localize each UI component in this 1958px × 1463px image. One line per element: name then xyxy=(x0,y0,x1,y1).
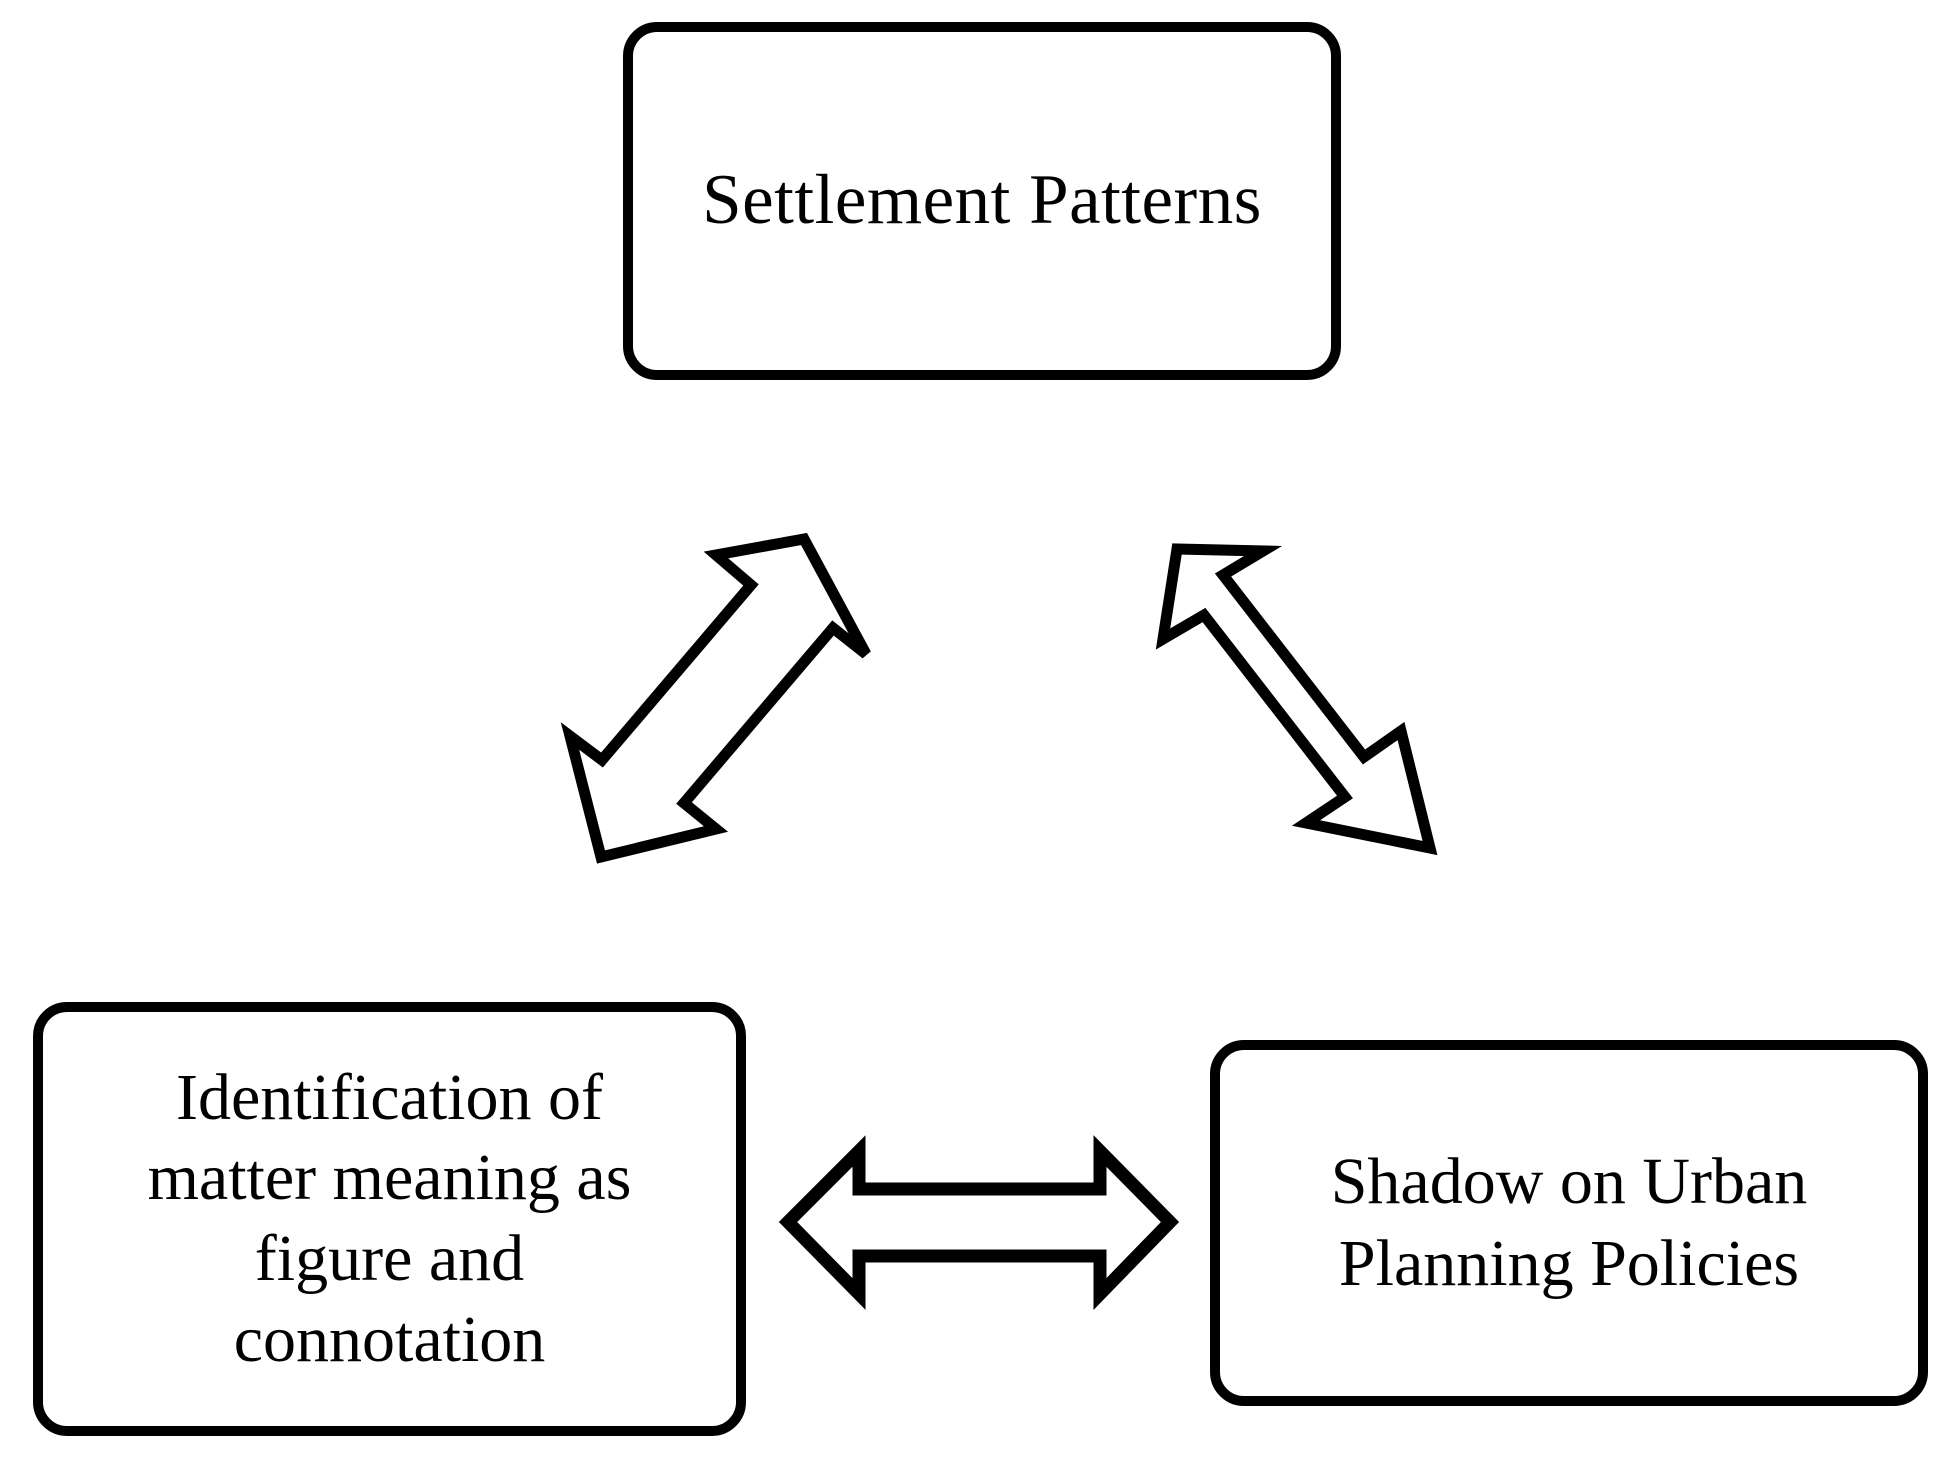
connector-settlement-identification[interactable] xyxy=(560,532,871,864)
node-settlement-patterns-label: Settlement Patterns xyxy=(702,161,1262,240)
node-shadow-on-urban-planning-policies-label: Shadow on Urban Planning Policies xyxy=(1330,1144,1808,1301)
node-identification-of-matter-meaning-label: Identification of matter meaning as figu… xyxy=(147,1060,632,1376)
node-settlement-patterns[interactable]: Settlement Patterns xyxy=(623,22,1341,380)
double-arrow-horizontal-shape xyxy=(778,1135,1180,1311)
connector-settlement-shadow[interactable] xyxy=(1155,543,1438,856)
node-identification-of-matter-meaning[interactable]: Identification of matter meaning as figu… xyxy=(33,1002,746,1436)
connector-identification-shadow[interactable] xyxy=(778,1135,1180,1311)
node-shadow-on-urban-planning-policies[interactable]: Shadow on Urban Planning Policies xyxy=(1210,1040,1928,1406)
double-arrow-diagonal-up-right-shape xyxy=(560,532,871,864)
double-arrow-diagonal-down-right-shape xyxy=(1155,543,1438,856)
